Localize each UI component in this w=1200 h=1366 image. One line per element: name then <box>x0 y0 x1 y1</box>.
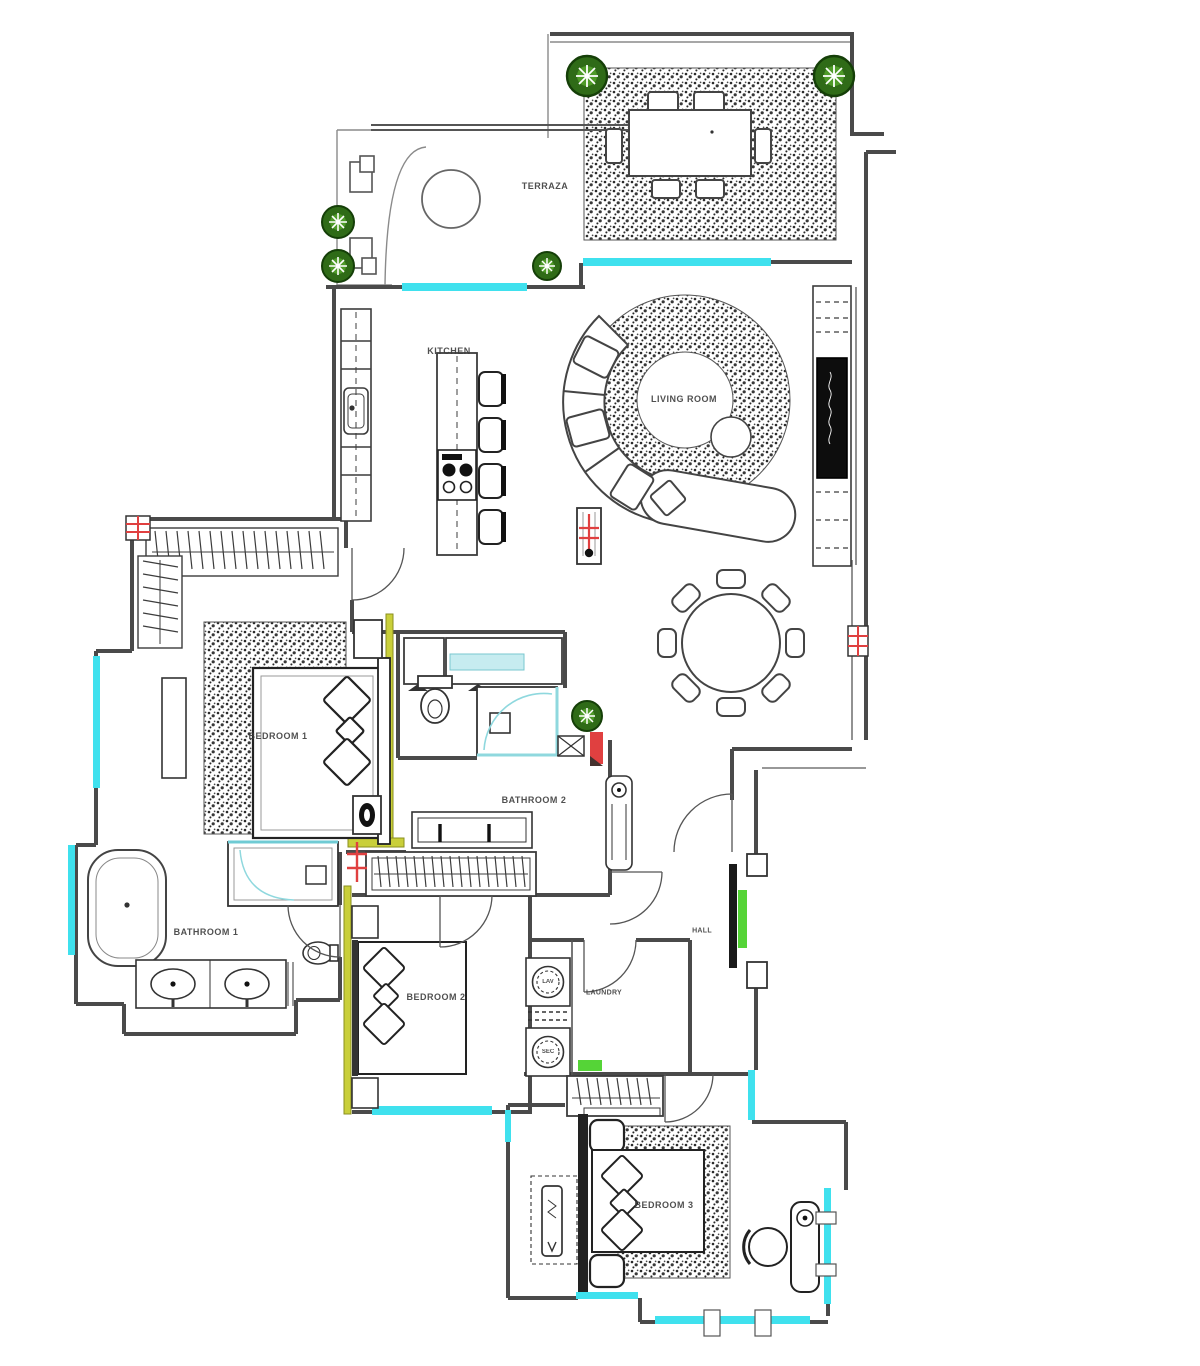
bedroom-2-nightstands <box>351 905 379 1109</box>
corridor-red-marker <box>347 842 367 882</box>
corridor-wardrobe <box>365 851 537 897</box>
dryer <box>525 1027 571 1077</box>
desk <box>790 1201 820 1293</box>
room-label-bedroom-1: BEDROOM 1 <box>248 731 308 741</box>
room-label-bedroom-3: BEDROOM 3 <box>634 1200 694 1210</box>
desk-chair <box>742 1227 788 1267</box>
toilet-bathroom-2 <box>417 675 453 724</box>
tree-icon <box>812 54 856 98</box>
room-label-bedroom-2: BEDROOM 2 <box>406 992 466 1002</box>
terrace-dining-table <box>605 91 772 199</box>
side-table <box>710 416 752 458</box>
tree-icon <box>532 251 562 281</box>
bed-3 <box>578 1114 705 1292</box>
bedroom-3-tv-cabinet <box>530 1175 578 1265</box>
stove <box>437 449 477 501</box>
tree-icon <box>571 700 603 732</box>
bed-2 <box>352 940 467 1076</box>
room-label-bathroom-1: BATHROOM 1 <box>173 927 239 937</box>
terrace-round-table <box>421 169 481 229</box>
kitchen-counter <box>340 308 372 522</box>
terrace-chairs <box>349 155 377 275</box>
bathroom-2-vanity <box>411 811 533 849</box>
tree-icon <box>565 54 609 98</box>
shower-bathroom-1 <box>227 840 339 907</box>
trees <box>321 54 856 732</box>
bedroom-1-nightstands <box>352 619 383 835</box>
radiator <box>605 775 633 871</box>
bedroom-1-bench <box>161 677 187 779</box>
bar-stools <box>478 371 506 545</box>
bathroom-1-vanity <box>135 959 294 1009</box>
room-label-living-room: LIVING ROOM <box>651 394 717 404</box>
bed-1 <box>251 657 391 845</box>
appliance-label-dryer: SEC <box>541 1049 555 1055</box>
duct-marker <box>557 732 603 766</box>
windows <box>68 258 831 1324</box>
red-column-markers <box>125 515 869 657</box>
curved-sofa <box>562 314 797 543</box>
floor-outlet-marker <box>576 507 602 565</box>
door-swings <box>287 547 733 1123</box>
shower-bathroom-2 <box>476 686 559 757</box>
tree-icon <box>321 205 355 239</box>
washer <box>525 957 571 1007</box>
entrance-door <box>729 853 768 989</box>
round-dining-table <box>657 569 805 717</box>
tv-unit <box>812 285 852 567</box>
laundry-green-marker <box>578 1060 602 1071</box>
room-label-kitchen: KITCHEN <box>427 346 471 356</box>
appliance-label-washer: LAV <box>542 979 554 985</box>
laundry-shelf <box>528 1011 568 1021</box>
room-label-bathroom-2: BATHROOM 2 <box>501 795 567 805</box>
room-label-terraza: TERRAZA <box>521 181 569 191</box>
room-label-hall: HALL <box>692 927 712 935</box>
bedroom-3-closet <box>566 1075 664 1117</box>
room-label-laundry: LAUNDRY <box>585 989 623 997</box>
bathtub <box>87 849 167 967</box>
walk-in-closet <box>137 527 339 649</box>
tree-icon <box>321 249 355 283</box>
window-wall-ticks <box>703 1211 837 1337</box>
